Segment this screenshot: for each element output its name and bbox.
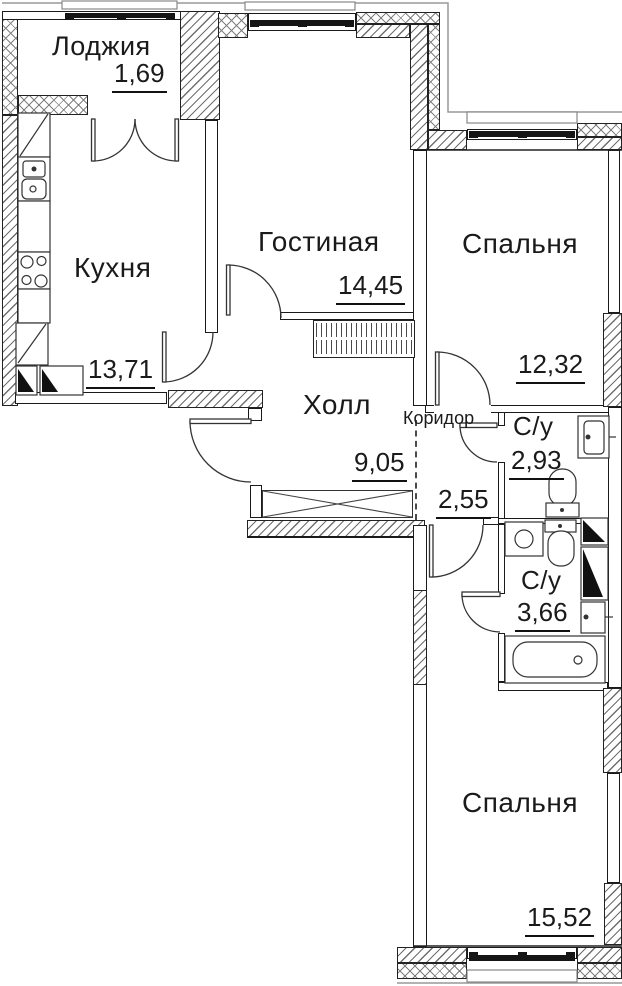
closet-x-mark bbox=[262, 490, 413, 518]
towel-radiator-icon bbox=[580, 601, 613, 634]
room-label-bathroom-bottom: С/у bbox=[521, 565, 562, 595]
wall-pier-east-a bbox=[603, 313, 622, 407]
room-label-corridor: Коридор bbox=[403, 408, 475, 428]
room-area-bathroom-top: 2,93 bbox=[509, 445, 564, 480]
toilet-icon bbox=[544, 519, 577, 567]
wall-kitchen-living bbox=[205, 120, 218, 333]
bedroom-bottom-window bbox=[469, 952, 575, 961]
room-area-bathroom-bottom: 3,66 bbox=[515, 597, 570, 632]
wall-loggia-right-pier bbox=[180, 11, 220, 120]
wall-loggia-bottom bbox=[18, 95, 88, 115]
wall-step-vertical-b bbox=[428, 24, 440, 130]
room-area-loggia: 1,69 bbox=[112, 58, 167, 93]
bathroom-fixtures bbox=[504, 415, 616, 684]
bathroom-top-door bbox=[459, 422, 498, 463]
room-area-hall: 9,05 bbox=[352, 447, 407, 482]
room-area-corridor: 2,55 bbox=[436, 484, 491, 519]
doors bbox=[90, 118, 501, 633]
room-label-living-room: Гостиная bbox=[258, 226, 380, 257]
room-area-bedroom-top: 12,32 bbox=[516, 349, 586, 384]
wall-living-top-left bbox=[218, 13, 248, 38]
wall-hall-south bbox=[247, 520, 425, 538]
windows bbox=[65, 13, 575, 961]
entrance-door-jamb bbox=[248, 408, 262, 421]
room-label-bathroom-top: С/у bbox=[513, 411, 554, 441]
room-label-kitchen: Кухня bbox=[74, 252, 152, 283]
ventilation-grille bbox=[313, 320, 415, 358]
vent-shaft-icon bbox=[580, 546, 609, 601]
wall-bedroom1-west bbox=[413, 150, 427, 406]
room-label-bedroom-top: Спальня bbox=[462, 228, 579, 259]
wall-entrance bbox=[168, 390, 263, 408]
bedroom-top-door bbox=[434, 351, 491, 406]
kitchen-cabinet-icon bbox=[17, 112, 51, 158]
kitchen-sink-icon bbox=[17, 156, 51, 202]
wall-bedroom2-bottom-left-b bbox=[397, 963, 467, 979]
living-room-door bbox=[225, 264, 282, 319]
entrance-door bbox=[189, 418, 252, 483]
bathroom-bottom-door bbox=[461, 591, 501, 633]
kitchen-counter bbox=[17, 200, 51, 253]
room-area-kitchen: 13,71 bbox=[86, 354, 156, 389]
water-heater-icon bbox=[577, 415, 616, 459]
closet-post bbox=[250, 485, 262, 518]
room-label-hall: Холл bbox=[303, 389, 371, 420]
hall-corridor-boundary-dashed bbox=[415, 420, 417, 520]
bedroom-top-window bbox=[469, 131, 575, 138]
kitchen-door bbox=[161, 331, 214, 383]
room-area-living-room: 14,45 bbox=[336, 270, 406, 305]
wall-bath2-west-a bbox=[498, 524, 505, 594]
wall-pier-east-b bbox=[603, 688, 622, 773]
wall-step-vertical-a bbox=[410, 24, 428, 150]
room-area-bedroom-bottom: 15,52 bbox=[525, 902, 595, 937]
kitchen-fixtures bbox=[15, 112, 84, 396]
wall-loggia-left bbox=[2, 11, 18, 115]
corridor-door bbox=[428, 524, 484, 578]
loggia-window bbox=[65, 13, 175, 20]
grille-row bbox=[316, 340, 412, 354]
kitchen-stove-icon bbox=[17, 251, 51, 290]
vent-shaft-icon bbox=[580, 517, 609, 546]
balcony-rail-bands bbox=[61, 0, 578, 983]
wall-top-right-step-b bbox=[356, 24, 410, 38]
room-label-bedroom-bottom: Спальня bbox=[462, 787, 579, 818]
wall-bath1-west-a bbox=[498, 412, 505, 426]
interior-edge-lines bbox=[413, 149, 622, 947]
wall-bedroom2-bottom-left-a bbox=[397, 947, 467, 963]
balcony-french-door bbox=[90, 118, 180, 162]
room-label-loggia: Лоджия bbox=[52, 31, 151, 61]
bedroom1-doorway-gap bbox=[434, 403, 491, 414]
bathtub-icon bbox=[504, 635, 606, 684]
bathroom-sink-icon bbox=[504, 521, 544, 557]
vent-shaft-icon bbox=[15, 365, 38, 396]
wall-bedroom2-east bbox=[607, 773, 620, 883]
kitchen-cabinet-icon bbox=[15, 322, 49, 366]
wall-bedroom1-top-left bbox=[428, 130, 467, 150]
vent-shaft-icon bbox=[39, 365, 84, 396]
kitchen-counter bbox=[17, 288, 51, 324]
wall-bedroom1-top-right-a bbox=[577, 123, 622, 137]
wall-top-right-step-a bbox=[356, 12, 440, 24]
grille-row bbox=[316, 323, 412, 337]
wall-bedroom2-west-pier bbox=[413, 590, 427, 685]
living-room-window bbox=[250, 20, 354, 27]
